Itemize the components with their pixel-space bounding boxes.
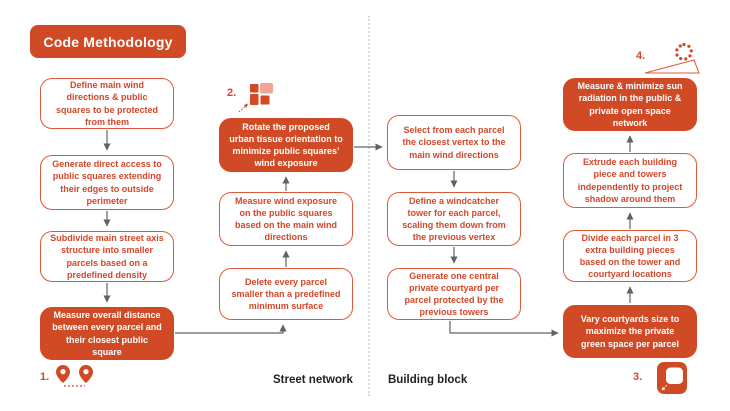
sun-radiation-icon <box>644 42 700 74</box>
section-label-building-block: Building block <box>388 374 468 386</box>
distance-pins-icon <box>56 365 93 387</box>
flow-node-rotate-urban-tissue: Rotate the proposed urban tissue orienta… <box>219 118 353 172</box>
step-number-3: 3. <box>633 371 643 383</box>
flow-node-measure-overall-distance: Measure overall distance between every p… <box>40 307 174 360</box>
flow-node-measure-wind-exposure: Measure wind exposure on the public squa… <box>219 192 353 246</box>
step-number-4: 4. <box>636 50 646 62</box>
flow-node-define-wind-directions: Define main wind directions & public squ… <box>40 78 174 129</box>
flow-node-subdivide-street-axis: Subdivide main street axis structure int… <box>40 231 174 282</box>
step-number-2: 2. <box>227 87 237 99</box>
flow-node-generate-direct-access: Generate direct access to public squares… <box>40 155 174 210</box>
flow-node-measure-sun-radiation: Measure & minimize sun radiation in the … <box>563 78 697 131</box>
page-title: Code Methodology <box>30 25 186 58</box>
flow-node-divide-parcel-pieces: Divide each parcel in 3 extra building p… <box>563 230 697 282</box>
flow-node-vary-courtyards-size: Vary courtyards size to maximize the pri… <box>563 305 697 358</box>
section-divider <box>368 16 370 396</box>
rotate-tissue-icon <box>238 83 273 113</box>
flow-node-define-windcatcher-tower: Define a windcatcher tower for each parc… <box>387 192 521 246</box>
flow-node-delete-small-parcels: Delete every parcel smaller than a prede… <box>219 268 353 320</box>
section-label-street-network: Street network <box>273 374 353 386</box>
courtyard-resize-icon <box>657 362 687 394</box>
flow-node-select-closest-vertex: Select from each parcel the closest vert… <box>387 115 521 170</box>
flow-node-extrude-building-pieces: Extrude each building piece and towers i… <box>563 153 697 208</box>
flow-node-generate-central-courtyard: Generate one central private courtyard p… <box>387 268 521 320</box>
step-number-1: 1. <box>40 371 50 383</box>
